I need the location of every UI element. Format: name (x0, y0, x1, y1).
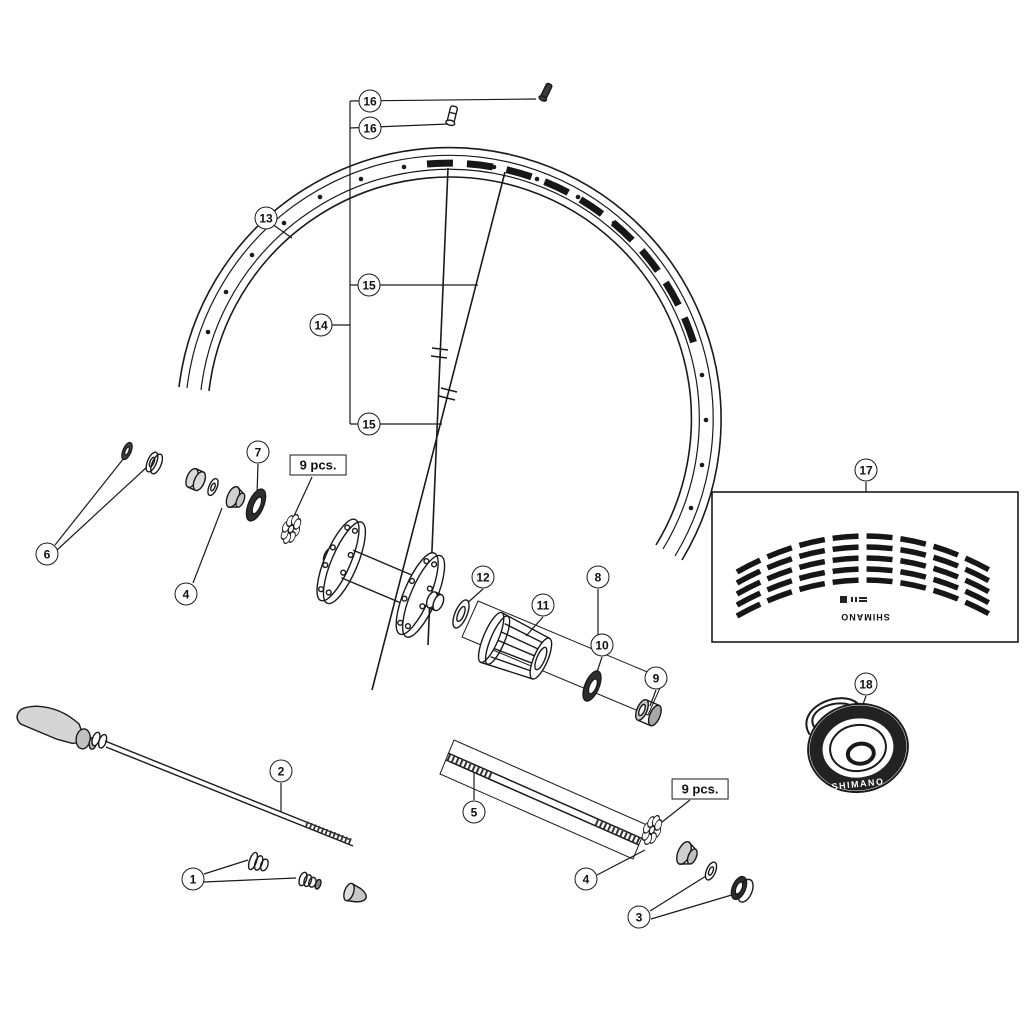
callout-4: 4 (174, 582, 198, 606)
callout-9: 9 (644, 666, 668, 690)
callout-6: 6 (35, 542, 59, 566)
skewer-rod (104, 740, 354, 847)
washer (207, 477, 219, 497)
dust-cap (145, 451, 164, 475)
spoke-washer-cluster (280, 513, 302, 545)
callout-17: 17 (854, 458, 878, 482)
leader-lines (54, 98, 867, 920)
callout-11: 11 (531, 593, 555, 617)
callout-16: 16 (358, 89, 382, 113)
decal-logo-marks (840, 596, 867, 603)
skewer-collar (91, 731, 108, 749)
callout-12: 12 (471, 565, 495, 589)
lock-nut (185, 467, 207, 492)
spoke-washer-cluster (641, 814, 663, 846)
hub-washer (452, 599, 470, 629)
callout-1: 1 (181, 867, 205, 891)
decal-stripes (735, 533, 995, 619)
hollow-axle (445, 752, 642, 846)
callout-3: 3 (627, 905, 651, 929)
callout-13: 13 (254, 206, 278, 230)
skewer-spring (247, 851, 269, 872)
freehub-body (477, 611, 553, 680)
rim-tape-brand-label: SHIMANO (831, 776, 885, 792)
skewer-spring (298, 871, 322, 890)
callout-10: 10 (590, 633, 614, 657)
freehub-seal (582, 670, 602, 702)
washer (704, 861, 718, 881)
rim-decal-brand-label: SHIMANO (840, 612, 890, 622)
spoke-nipple-dark-icon (538, 82, 553, 102)
wheel-rim-arc (178, 146, 722, 561)
rubber-seal (245, 488, 267, 522)
callout-7: 7 (246, 440, 270, 464)
callout-2: 2 (269, 759, 293, 783)
callout-15: 15 (357, 273, 381, 297)
rim-stripe-decal (426, 159, 701, 355)
cone-nut (225, 485, 246, 509)
spoke-nipple-icon (445, 105, 458, 127)
callout-8: 8 (586, 565, 610, 589)
rim-spoke-holes (205, 160, 709, 511)
axle-spacer (635, 698, 662, 727)
rim-decal-panel (711, 491, 1019, 643)
callout-15: 15 (357, 412, 381, 436)
callout-5: 5 (462, 800, 486, 824)
hub-shell (316, 518, 446, 638)
callout-16: 16 (358, 116, 382, 140)
callout-18: 18 (854, 672, 878, 696)
lock-nut-seal (730, 875, 754, 903)
cone-nut (676, 841, 698, 865)
rim-tape-roll (805, 697, 909, 794)
skewer-end-nut (343, 882, 367, 903)
seal-ring (121, 441, 133, 461)
quantity-note: 9 pcs. (671, 778, 729, 800)
spoke (371, 171, 506, 691)
callout-4: 4 (574, 867, 598, 891)
quick-release-lever (16, 705, 97, 750)
callout-14: 14 (309, 313, 333, 337)
tape-loose-end (805, 697, 859, 736)
quantity-note: 9 pcs. (289, 454, 347, 476)
